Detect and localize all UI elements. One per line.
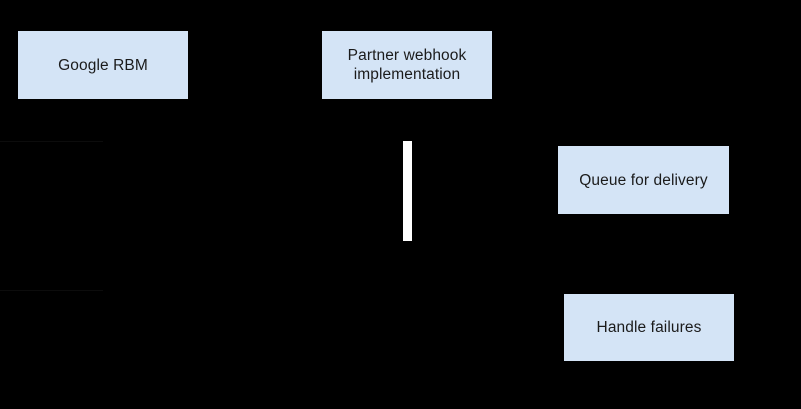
node-queue-for-delivery[interactable]: Queue for delivery (558, 146, 729, 214)
left-rail-upper-connector (0, 141, 103, 142)
node-queue-for-delivery-label: Queue for delivery (579, 171, 708, 189)
node-partner-webhook-implementation[interactable]: Partner webhook implementation (322, 31, 492, 99)
node-handle-failures[interactable]: Handle failures (564, 294, 734, 361)
node-google-rbm[interactable]: Google RBM (18, 31, 188, 99)
left-rail-lower-connector (0, 290, 103, 291)
node-partner-webhook-implementation-label: Partner webhook implementation (347, 47, 467, 83)
node-google-rbm-label: Google RBM (58, 56, 148, 74)
node-handle-failures-label: Handle failures (596, 319, 702, 336)
webhook-to-queue-connector (403, 141, 412, 241)
